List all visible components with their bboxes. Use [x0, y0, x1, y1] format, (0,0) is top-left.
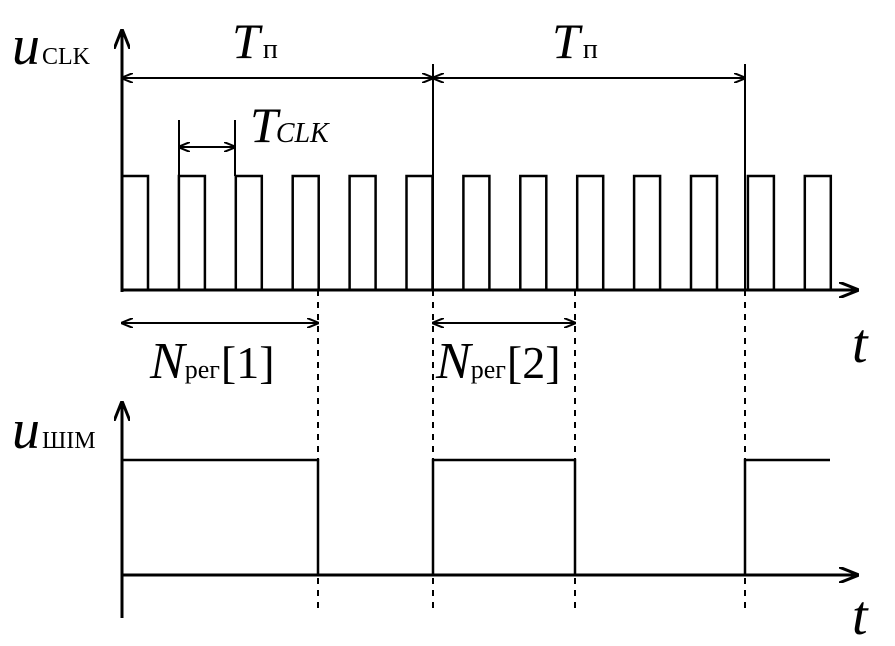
- clk-waveform: [120, 174, 833, 290]
- clk-y-axis-label: uCLK: [12, 15, 91, 77]
- counter-1-label: Nрег[1]: [149, 333, 275, 390]
- pwm-y-axis-label: uШІМ: [12, 399, 96, 461]
- clock-period-label: TCLK: [250, 97, 330, 153]
- pwm-waveform: [122, 458, 830, 577]
- pwm-plot: uШІМ t: [12, 399, 869, 646]
- clk-x-axis-label: t: [852, 313, 869, 375]
- counter-2-label: Nрег[2]: [435, 333, 561, 390]
- pwm-x-axis-label: t: [852, 585, 869, 646]
